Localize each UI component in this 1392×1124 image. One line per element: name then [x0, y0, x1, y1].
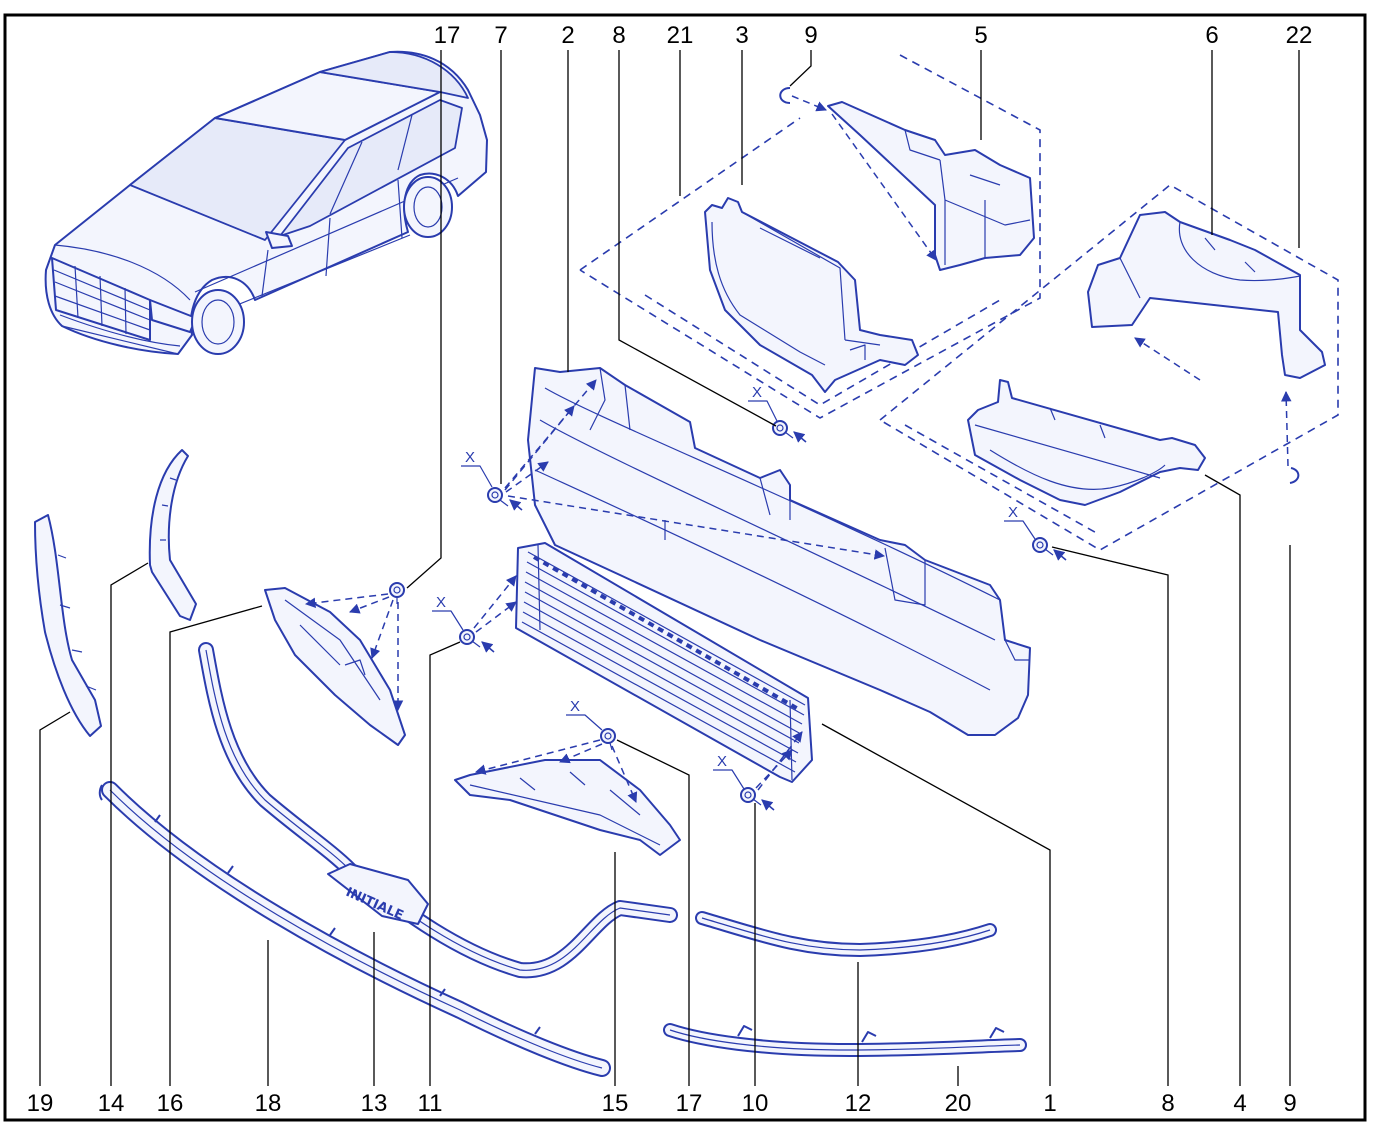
callout-22: 22 — [1286, 22, 1313, 49]
leader-line-11 — [429, 641, 461, 1086]
callouts-bottom: 19 14 16 18 13 11 15 17 10 12 20 1 8 4 9 — [27, 1090, 1297, 1117]
fastener-11 — [459, 629, 495, 653]
front-wheel — [191, 289, 245, 355]
assembly-arrow-clip-9-top — [791, 95, 827, 112]
callout-8-bottom: 8 — [1161, 1090, 1174, 1117]
svg-text:X: X — [1008, 504, 1018, 521]
leader-line-14 — [110, 562, 149, 1086]
assembly-arrow-part-5 — [831, 113, 937, 261]
part-18-lower-trim-strip — [98, 781, 611, 1077]
callout-4: 4 — [1233, 1090, 1246, 1117]
rear-wheel — [403, 176, 453, 238]
callout-18: 18 — [255, 1090, 282, 1117]
leader-line-16 — [169, 605, 263, 1086]
callout-11: 11 — [418, 1090, 443, 1117]
callout-16: 16 — [157, 1090, 184, 1117]
leader-line-17-top — [406, 50, 442, 589]
side-mirror — [265, 231, 293, 249]
part-15-bracket-center — [454, 759, 681, 856]
diagram-frame — [3, 13, 1367, 1122]
leader-line-8-top — [618, 50, 777, 427]
fastener-8-bottom — [1032, 537, 1067, 561]
part-20-lower-trim-strip-right — [663, 1023, 1027, 1057]
callout-9-top: 9 — [804, 22, 817, 49]
side-windows — [279, 99, 463, 237]
fastener-17-top — [389, 582, 405, 604]
leader-line-17-bottom — [616, 739, 690, 1086]
part-5-air-duct-upper — [827, 101, 1035, 271]
callout-15: 15 — [602, 1090, 629, 1117]
assembly-arrow-clip-9-bottom — [1281, 390, 1292, 467]
callout-12: 12 — [845, 1090, 872, 1117]
part-14-side-trim-upper — [148, 449, 197, 621]
part-13-emblem-badge — [327, 863, 429, 925]
fastener-7 — [487, 487, 523, 511]
svg-text:X: X — [717, 753, 727, 770]
callout-21: 21 — [667, 22, 694, 49]
fastener-marker-8-bottom: X — [1004, 504, 1036, 540]
part-9-clip-bottom — [1289, 467, 1300, 484]
part-9-clip-top — [779, 87, 791, 104]
fastener-marker-10: X — [713, 753, 745, 790]
callout-14: 14 — [98, 1090, 125, 1117]
callout-8-top: 8 — [612, 22, 625, 49]
assembly-arrows-fastener-10 — [755, 731, 803, 791]
fastener-8-top — [772, 420, 807, 443]
assembly-arrows-fastener-17-top — [304, 593, 404, 712]
callout-9-bottom: 9 — [1283, 1090, 1296, 1117]
headlight — [149, 299, 197, 333]
part-1-radiator-shutter — [515, 542, 813, 783]
leader-line-8-bottom — [1051, 546, 1169, 1086]
assembly-arrows-fastener-17-bottom — [474, 739, 638, 803]
assembly-group-22-outline — [878, 184, 1339, 551]
part-4-air-duct-lower — [967, 379, 1206, 506]
leader-line-4 — [1204, 474, 1241, 1086]
svg-text:X: X — [436, 594, 446, 611]
leader-lines — [39, 50, 1300, 1086]
callout-3: 3 — [735, 22, 748, 49]
fastener-marker-17: X — [566, 698, 603, 731]
part-16-bracket-left — [264, 587, 406, 746]
callout-1: 1 — [1043, 1090, 1056, 1117]
part-6-air-duct-right — [1087, 211, 1326, 379]
callout-7: 7 — [494, 22, 507, 49]
callout-20: 20 — [945, 1090, 972, 1117]
fastener-17-bottom — [600, 728, 616, 751]
callout-10: 10 — [742, 1090, 769, 1117]
leader-line-9-top — [789, 50, 812, 87]
svg-text:X: X — [752, 384, 762, 401]
callout-5: 5 — [974, 22, 987, 49]
svg-text:X: X — [570, 698, 580, 715]
leader-line-19 — [39, 711, 71, 1086]
callout-2: 2 — [561, 22, 574, 49]
fastener-marker-11: X — [432, 594, 464, 631]
assembly-arrows-fastener-7 — [504, 379, 886, 560]
svg-text:X: X — [465, 449, 475, 466]
fastener-marker-7: X — [461, 449, 493, 488]
fastener-marker-8-top: X — [748, 384, 778, 422]
fastener-10 — [740, 787, 775, 811]
assembly-arrows-fastener-11 — [473, 575, 517, 633]
callouts-top: 17 7 2 8 21 3 9 5 6 22 — [434, 22, 1313, 49]
assembly-arrow-part-6 — [1134, 337, 1201, 381]
assembly-group-21-outline — [579, 54, 1041, 419]
vehicle-illustration — [44, 50, 488, 355]
callout-17-bottom: 17 — [676, 1090, 703, 1117]
part-2-air-deflector-frame — [527, 367, 1031, 736]
part-12-trim-strip-right — [695, 911, 997, 957]
leader-line-1 — [821, 723, 1051, 1086]
part-3-air-duct-left — [704, 197, 919, 393]
part-19-side-trim-lower — [34, 514, 102, 737]
callout-13: 13 — [361, 1090, 388, 1117]
callout-19: 19 — [27, 1090, 54, 1117]
callout-17-top: 17 — [434, 22, 461, 49]
callout-6: 6 — [1205, 22, 1218, 49]
